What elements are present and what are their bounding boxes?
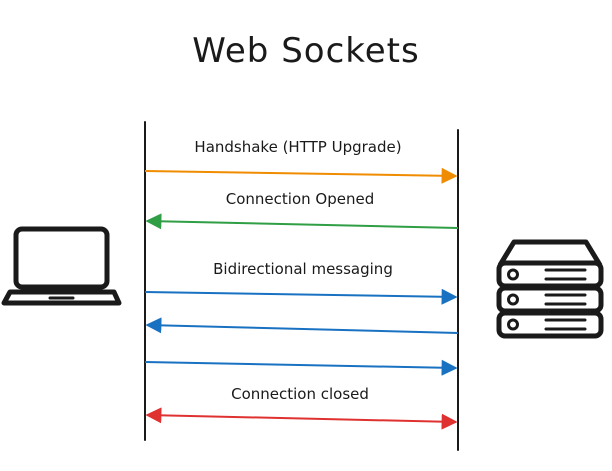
message-label-handshake: Handshake (HTTP Upgrade)	[194, 138, 401, 156]
arrow-handshake	[144, 167, 458, 184]
laptop-icon	[1, 226, 122, 306]
arrow-connection-closed	[145, 407, 458, 430]
arrow-bidirectional-2	[145, 317, 459, 334]
message-label-connection-closed: Connection closed	[231, 385, 369, 403]
diagram-title: Web Sockets	[192, 31, 419, 71]
arrow-bidirectional-1	[144, 288, 458, 305]
message-label-connection-opened: Connection Opened	[226, 190, 374, 208]
arrow-connection-opened	[145, 213, 459, 230]
message-label-bidirectional: Bidirectional messaging	[213, 260, 393, 278]
server-icon	[496, 239, 604, 339]
arrow-bidirectional-3	[144, 359, 458, 376]
